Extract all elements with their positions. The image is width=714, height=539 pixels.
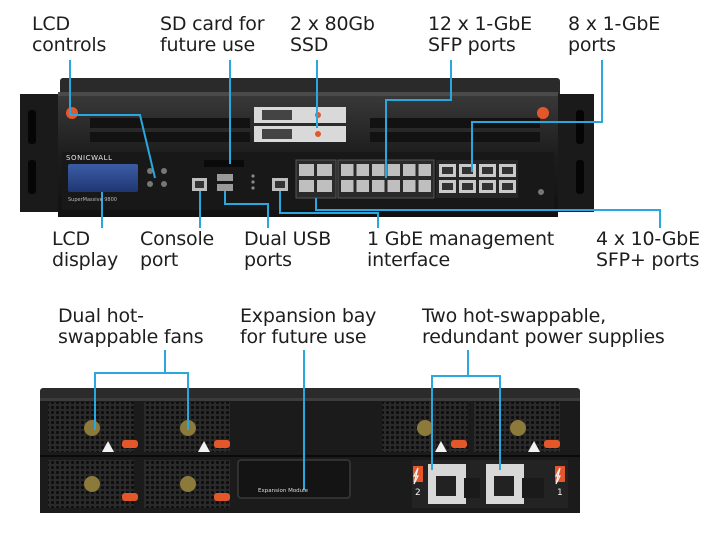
label-mgmt-interface: 1 GbE management interface	[367, 228, 555, 271]
lcd-button	[147, 181, 153, 187]
rj45-port-inner	[442, 167, 453, 174]
rj45-port-inner	[462, 183, 473, 190]
rear-callouts	[94, 350, 501, 490]
fan-hub-icon	[84, 476, 100, 492]
label-sd-card: SD card for future use	[160, 13, 265, 56]
expansion-bay	[237, 459, 351, 499]
lcd-button	[161, 181, 167, 187]
label-ports-8: 8 x 1-GbE ports	[568, 13, 661, 56]
label-ssd: 2 x 80Gb SSD	[290, 13, 375, 56]
label-fans: Dual hot- swappable fans	[58, 305, 204, 348]
sfp-port	[387, 164, 400, 176]
callout-fan-left	[94, 350, 166, 430]
callout-ports-8	[471, 60, 603, 172]
rj45-port-inner	[482, 167, 493, 174]
screw-icon	[537, 107, 549, 119]
psu-1-number: 1	[557, 488, 563, 498]
callout-lcd-controls	[69, 60, 156, 179]
front-callouts	[69, 60, 661, 228]
lcd-screen	[68, 164, 138, 192]
lcd-button	[147, 168, 153, 174]
label-lcd-display: LCD display	[52, 228, 119, 271]
fan-hub-icon	[180, 476, 196, 492]
callout-fan-right	[165, 372, 189, 430]
power-socket-icon	[436, 476, 456, 496]
sfp-port	[403, 164, 416, 176]
sd-slot	[204, 160, 244, 167]
sfp-port	[372, 164, 385, 176]
lcd-button	[161, 168, 167, 174]
sfp-port	[356, 164, 369, 176]
sfp-plus-port	[317, 180, 332, 192]
callout-sfp-plus	[315, 198, 661, 228]
screw-icon	[66, 107, 78, 119]
callout-usb	[224, 191, 269, 228]
sfp-port	[372, 180, 385, 192]
rj45-port-inner	[502, 167, 513, 174]
callout-psu-1	[468, 375, 501, 470]
warning-icon	[435, 441, 447, 452]
fan-hub-icon	[417, 420, 433, 436]
label-sfp-12: 12 x 1-GbE SFP ports	[428, 13, 532, 56]
label-lcd-controls: LCD controls	[32, 13, 107, 56]
sfp-plus-port	[317, 164, 332, 176]
usb-port	[217, 174, 233, 181]
callout-mgmt	[279, 191, 379, 228]
label-console-port: Console port	[140, 228, 215, 271]
rj45-port-inner	[482, 183, 493, 190]
label-usb-ports: Dual USB ports	[244, 228, 332, 271]
model-text: SuperMassive 9800	[68, 197, 117, 203]
warning-icon	[198, 441, 210, 452]
label-sfp-plus: 4 x 10-GbE SFP+ ports	[596, 228, 700, 271]
rj45-port-inner	[502, 183, 513, 190]
label-expansion-bay: Expansion bay for future use	[240, 305, 377, 348]
sfp-port	[341, 164, 354, 176]
sfp-port	[356, 180, 369, 192]
front-chassis	[20, 78, 594, 217]
rj45-port-inner	[462, 167, 473, 174]
rear-chassis	[40, 388, 580, 513]
sfp-port	[418, 180, 431, 192]
power-socket-icon	[494, 476, 514, 496]
psu-2-number: 2	[415, 488, 421, 498]
callout-psu-2	[431, 350, 469, 470]
sfp-port	[418, 164, 431, 176]
usb-port	[217, 184, 233, 191]
sfp-port	[387, 180, 400, 192]
sfp-plus-port	[299, 164, 314, 176]
callout-sfp-12	[385, 60, 452, 178]
warning-icon	[528, 441, 540, 452]
sfp-port	[341, 180, 354, 192]
expansion-module-text: Expansion Module	[258, 488, 309, 494]
label-power-supplies: Two hot-swappable, redundant power suppl…	[422, 305, 665, 348]
sfp-plus-port	[299, 180, 314, 192]
sfp-port	[403, 180, 416, 192]
rj45-port-inner	[442, 183, 453, 190]
fan-hub-icon	[84, 420, 100, 436]
fan-hub-icon	[510, 420, 526, 436]
warning-icon	[102, 441, 114, 452]
brand-text: SONICWALL	[66, 154, 113, 162]
